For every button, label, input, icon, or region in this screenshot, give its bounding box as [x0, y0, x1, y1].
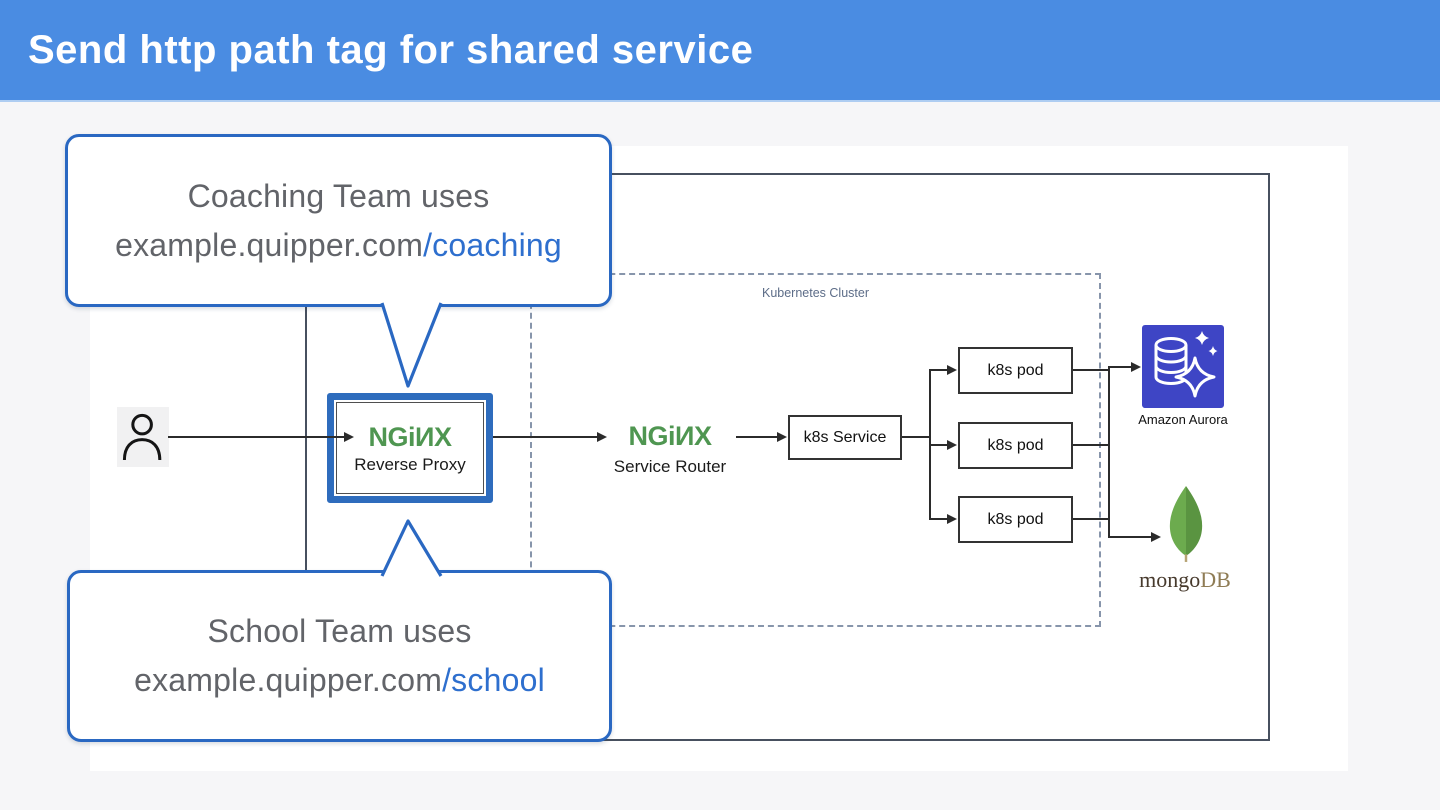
service-router-node: NGiИX Service Router — [600, 420, 740, 477]
callout-coaching: Coaching Team uses example.quipper.com/c… — [65, 134, 612, 307]
nginx-logo: NGiИX — [368, 421, 452, 452]
arrowhead-icon — [947, 365, 957, 375]
arrowhead-icon — [1131, 362, 1141, 372]
header-bar: Send http path tag for shared service — [0, 0, 1440, 102]
connector-line — [930, 518, 948, 520]
aurora-label: Amazon Aurora — [1138, 412, 1228, 427]
url-path: /school — [442, 662, 545, 698]
reverse-proxy-inner-box: NGiИX Reverse Proxy — [336, 402, 484, 494]
k8s-pod-box: k8s pod — [958, 347, 1073, 394]
connector-line — [1108, 536, 1152, 538]
callout-school-line1: School Team uses — [207, 613, 472, 649]
k8s-pod-box: k8s pod — [958, 496, 1073, 543]
reverse-proxy-box: NGiИX Reverse Proxy — [327, 393, 493, 503]
person-glyph — [122, 413, 162, 461]
arrowhead-icon — [947, 514, 957, 524]
arrowhead-icon — [344, 432, 354, 442]
connector-line — [168, 436, 344, 438]
k8s-service-box: k8s Service — [788, 415, 902, 460]
connector-line — [1108, 366, 1132, 368]
amazon-aurora-icon — [1142, 325, 1224, 408]
connector-line — [902, 436, 931, 438]
user-icon — [117, 407, 169, 467]
collector-line — [1108, 366, 1110, 538]
diagram-outer-frame — [305, 173, 1270, 741]
mongodb-label: mongoDB — [1126, 567, 1244, 593]
mongodb-leaf-icon — [1167, 482, 1205, 564]
url-prefix: example.quipper.com — [115, 226, 424, 263]
connector-line — [930, 444, 948, 446]
connector-line — [1073, 444, 1109, 446]
mongodb-label-suffix: DB — [1200, 567, 1231, 592]
callout-coaching-url: example.quipper.com/coaching — [115, 221, 562, 270]
mongodb-leaf-glyph — [1169, 485, 1203, 562]
connector-line — [1073, 369, 1109, 371]
callout-school-url: example.quipper.com/school — [134, 656, 545, 705]
slide-title: Send http path tag for shared service — [28, 27, 754, 72]
arrowhead-icon — [597, 432, 607, 442]
connector-line — [930, 369, 948, 371]
connector-line — [493, 436, 598, 438]
callout-school: School Team uses example.quipper.com/sch… — [67, 570, 612, 742]
callout-tail — [380, 519, 443, 577]
nginx-logo: NGiИX — [628, 421, 712, 451]
k8s-pod-box: k8s pod — [958, 422, 1073, 469]
service-router-label: Service Router — [613, 457, 727, 476]
callout-coaching-line1: Coaching Team uses — [187, 177, 490, 214]
connector-line — [1073, 518, 1109, 520]
callout-tail — [380, 302, 443, 388]
arrowhead-icon — [947, 440, 957, 450]
reverse-proxy-label: Reverse Proxy — [354, 454, 466, 474]
url-path: /coaching — [423, 226, 562, 263]
mongodb-label-prefix: mongo — [1139, 567, 1201, 592]
kubernetes-cluster-boundary — [530, 273, 1101, 627]
kubernetes-cluster-label: Kubernetes Cluster — [761, 286, 869, 300]
aurora-glyph — [1142, 325, 1224, 408]
arrowhead-icon — [777, 432, 787, 442]
connector-line — [736, 436, 778, 438]
url-prefix: example.quipper.com — [134, 662, 443, 698]
arrowhead-icon — [1151, 532, 1161, 542]
